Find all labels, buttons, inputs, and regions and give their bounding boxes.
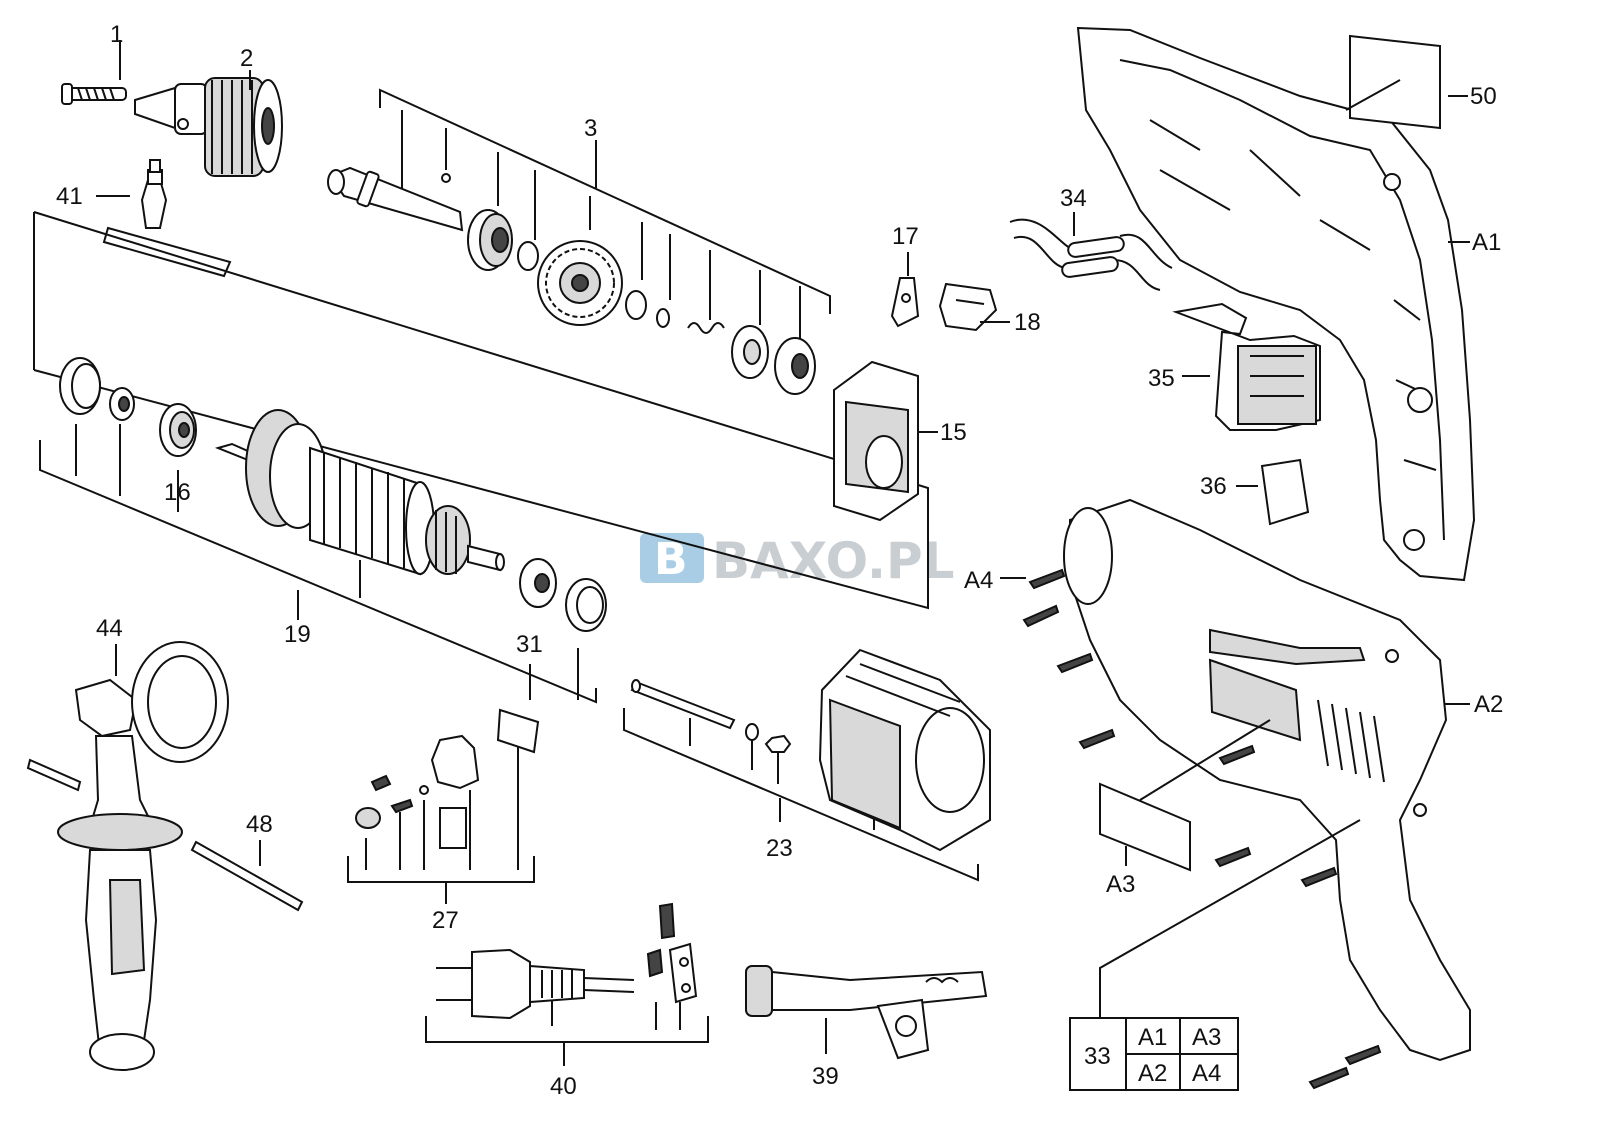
- callout-34: 34: [1060, 185, 1087, 212]
- armature-frame: [33, 211, 929, 610]
- part-A1-housing-half: [1076, 26, 1476, 582]
- part-48-depth-rod: [26, 758, 304, 912]
- callout-15: 15: [940, 419, 967, 446]
- callout-23: 23: [766, 835, 793, 862]
- part-36-capacitor: [1236, 458, 1310, 526]
- callout-41: 41: [56, 183, 83, 210]
- table-cell-A1: A1: [1138, 1024, 1167, 1051]
- table-cell-A3: A3: [1192, 1024, 1221, 1051]
- callout-36: 36: [1200, 473, 1227, 500]
- callout-17: 17: [892, 223, 919, 250]
- callout-16: 16: [164, 479, 191, 506]
- part-1-screw: [61, 40, 127, 105]
- callout-A2: A2: [1474, 691, 1503, 718]
- part-41-chuck-key: [96, 159, 232, 278]
- part-35-switch: [1172, 302, 1321, 431]
- part-18-clip: [938, 282, 1010, 332]
- callout-A3: A3: [1106, 871, 1135, 898]
- part-44-side-handle: [57, 641, 229, 1071]
- callout-3: 3: [584, 115, 597, 142]
- callout-1: 1: [110, 21, 123, 48]
- callout-48: 48: [246, 811, 273, 838]
- table-ref-33: 33: [1084, 1043, 1111, 1070]
- part-50-label: [1345, 34, 1468, 130]
- part-15-plate: [833, 360, 938, 522]
- part-2-chuck: [134, 70, 283, 177]
- part-A2-housing-half: [1063, 498, 1471, 1062]
- part-3-spindle-group: [327, 88, 831, 395]
- part-A3-label: [1099, 719, 1271, 872]
- part-19-armature-group: [39, 357, 607, 704]
- part-40-power-cord-group: [425, 902, 709, 1066]
- ref-33-table: 33 A1 A3 A2 A4: [1069, 1017, 1239, 1091]
- part-27-brush-holder-group: [347, 708, 540, 904]
- table-leader: [1099, 819, 1361, 1018]
- callout-18: 18: [1014, 309, 1041, 336]
- part-23-stator-group: [623, 648, 991, 882]
- callout-19: 19: [284, 621, 311, 648]
- callout-2: 2: [240, 45, 253, 72]
- part-34-brushes: [1009, 212, 1173, 291]
- part-17-contact: [890, 252, 920, 328]
- callout-A4: A4: [964, 567, 993, 594]
- table-cell-A4: A4: [1192, 1060, 1221, 1087]
- callout-39: 39: [812, 1063, 839, 1090]
- table-cell-A2: A2: [1138, 1060, 1167, 1087]
- callout-31: 31: [516, 631, 543, 658]
- callout-44: 44: [96, 615, 123, 642]
- callout-50: 50: [1470, 83, 1497, 110]
- callout-35: 35: [1148, 365, 1175, 392]
- part-A4-screws: [1000, 568, 1382, 1090]
- part-39-cord-sleeve: [745, 965, 988, 1060]
- callout-40: 40: [550, 1073, 577, 1100]
- callout-A1: A1: [1472, 229, 1501, 256]
- baxo-watermark: B BAXO.PL: [640, 532, 954, 590]
- callout-27: 27: [432, 907, 459, 934]
